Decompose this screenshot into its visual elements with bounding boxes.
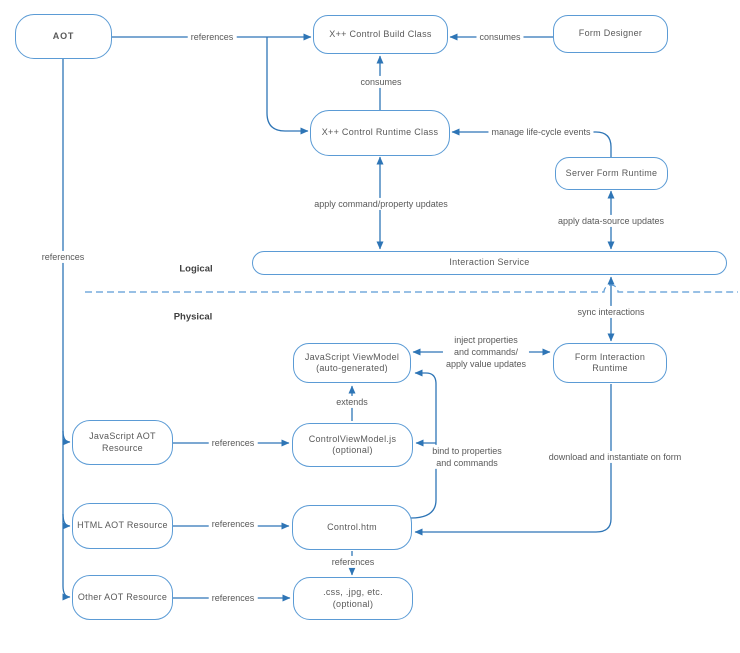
label-runtime-consumes: consumes — [357, 75, 405, 89]
edge-branch-jsaot — [62, 430, 71, 446]
edge-aot-references-runtime — [266, 37, 309, 135]
node-other-aot-resource: Other AOT Resource — [72, 575, 173, 620]
logical-physical-divider — [85, 284, 738, 293]
label-sync-interactions: sync interactions — [574, 305, 648, 319]
label-inject-properties: inject properties and commands/ apply va… — [442, 333, 530, 371]
edge-server-manage-lifecycle — [451, 128, 612, 157]
node-aot: AOT — [15, 14, 112, 59]
label-download-and-instantiate: download and instantiate on form — [545, 450, 685, 464]
section-physical: Physical — [173, 311, 213, 323]
edge-chtm-bind-jsvm — [410, 369, 437, 519]
node-controlviewmodel-js: ControlViewModel.js (optional) — [292, 423, 413, 467]
label-aot-references-build: references — [187, 30, 237, 44]
label-otheraot-references: references — [208, 591, 258, 605]
edge-branch-htmlaot — [62, 513, 71, 530]
edge-fir-download-chtm — [414, 384, 612, 536]
edge-aot-references-resources — [62, 59, 71, 601]
node-xpp-control-runtime-class: X++ Control Runtime Class — [310, 110, 450, 156]
label-chtm-references-css: references — [328, 555, 378, 569]
label-aot-references-resources: references — [38, 250, 88, 264]
node-html-aot-resource: HTML AOT Resource — [72, 503, 173, 549]
node-interaction-service: Interaction Service — [252, 251, 727, 275]
label-htmlaot-references: references — [208, 517, 258, 531]
label-apply-data-source-updates: apply data-source updates — [554, 214, 668, 228]
node-javascript-aot-resource: JavaScript AOT Resource — [72, 420, 173, 465]
section-logical: Logical — [179, 263, 213, 275]
node-xpp-control-build-class: X++ Control Build Class — [313, 15, 448, 54]
label-apply-command-property-updates: apply command/property updates — [311, 197, 451, 211]
node-control-htm: Control.htm — [292, 505, 412, 550]
label-bind-to-properties: bind to properties and commands — [429, 444, 505, 470]
label-manage-lifecycle-events: manage life-cycle events — [488, 125, 594, 139]
label-extends: extends — [333, 395, 371, 409]
label-designer-consumes: consumes — [476, 30, 524, 44]
node-form-interaction-runtime: Form Interaction Runtime — [553, 343, 667, 383]
node-css-jpg-etc: .css, .jpg, etc. (optional) — [293, 577, 413, 620]
node-server-form-runtime: Server Form Runtime — [555, 157, 668, 190]
node-form-designer: Form Designer — [553, 15, 668, 53]
label-jsaot-references: references — [208, 436, 258, 450]
node-javascript-viewmodel: JavaScript ViewModel (auto-generated) — [293, 343, 411, 383]
